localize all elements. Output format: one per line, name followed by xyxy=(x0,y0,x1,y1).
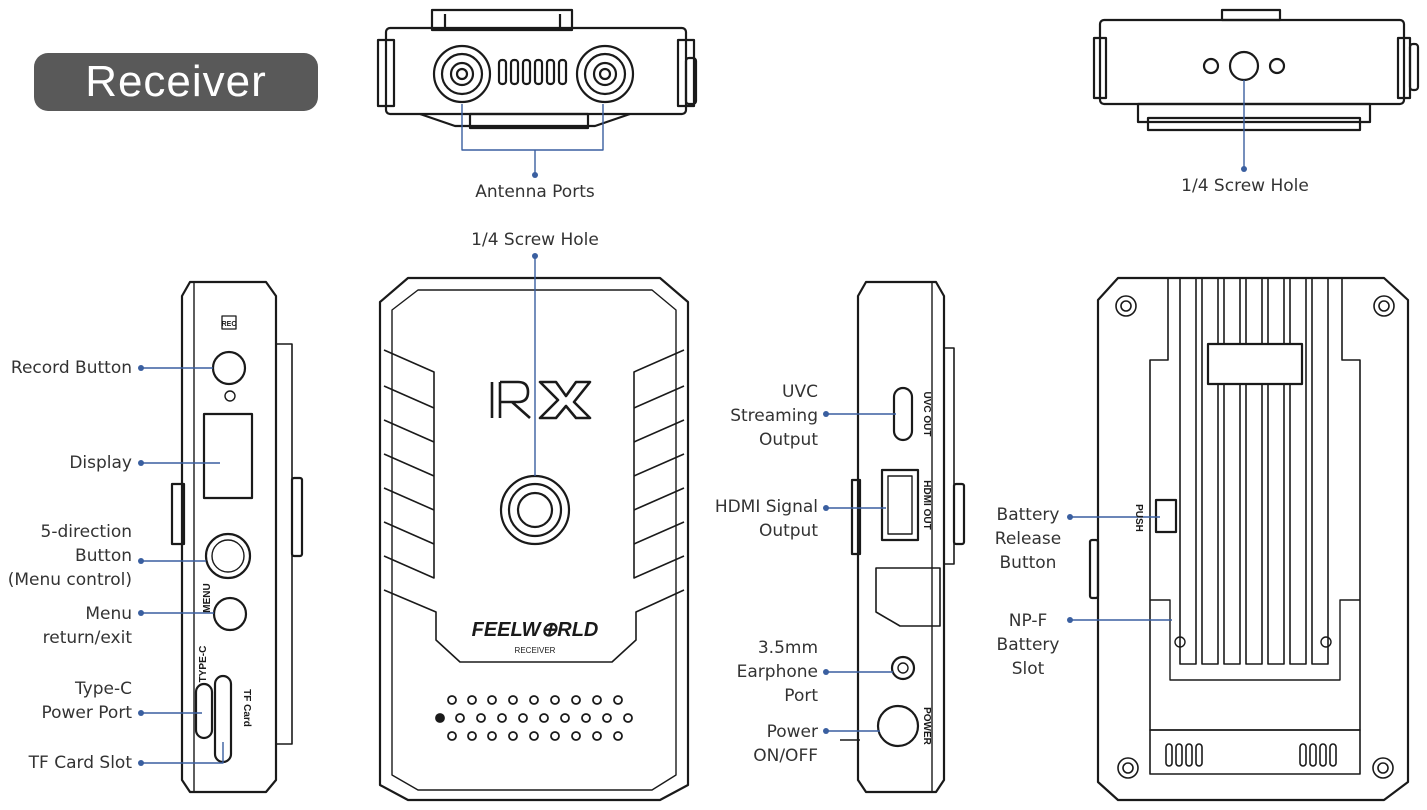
printed-uvc-out: UVC OUT xyxy=(921,392,932,437)
label-five-direction-line1: 5-direction xyxy=(40,522,132,542)
uvc-port-shape xyxy=(892,386,914,442)
record-button-shape xyxy=(211,350,247,386)
battery-release-shape xyxy=(1154,498,1178,534)
label-hdmi: HDMI Signal Output xyxy=(690,495,818,543)
label-uvc: UVC Streaming Output xyxy=(690,380,818,452)
label-top-screw-hole: 1/4 Screw Hole xyxy=(1181,176,1309,196)
corner-screws xyxy=(1115,295,1395,779)
label-power: Power ON/OFF xyxy=(690,720,818,768)
label-power-line2: ON/OFF xyxy=(753,746,818,766)
label-earphone: 3.5mm Earphone Port xyxy=(690,636,818,708)
printed-type-c: TYPE-C xyxy=(198,646,209,683)
label-type-c: Type-C Power Port xyxy=(0,677,132,725)
front-screw-hole xyxy=(499,474,571,546)
antenna-port-left xyxy=(432,44,492,104)
label-npf-slot-line2: Battery xyxy=(996,635,1060,655)
menu-return-shape xyxy=(212,596,248,632)
printed-push: PUSH xyxy=(1133,504,1144,532)
label-type-c-line1: Type-C xyxy=(74,679,132,699)
brand-logo-text: FEELW⊕RLD xyxy=(472,619,599,641)
label-power-line1: Power xyxy=(766,722,818,742)
speaker-holes xyxy=(435,695,633,741)
rx-logo xyxy=(490,380,592,420)
power-button-shape xyxy=(876,704,920,748)
label-earphone-line1: 3.5mm xyxy=(757,638,818,658)
vent-slots xyxy=(497,58,568,86)
five-direction-shape xyxy=(204,532,252,580)
label-five-direction-line2: Button xyxy=(75,546,132,566)
right-side-view xyxy=(823,280,966,794)
printed-hdmi-out: HDMI OUT xyxy=(921,480,932,529)
printed-menu: MENU xyxy=(202,583,213,612)
label-display: Display xyxy=(69,453,132,473)
front-view xyxy=(378,253,690,802)
left-side-view xyxy=(138,280,304,794)
label-npf-slot-line3: Slot xyxy=(1011,659,1045,679)
label-battery-release-line3: Button xyxy=(999,553,1057,573)
label-uvc-line2: Streaming xyxy=(730,406,818,426)
label-npf-slot-line1: NP-F xyxy=(1008,611,1048,631)
antenna-port-right xyxy=(575,44,635,104)
label-menu-return: Menu return/exit xyxy=(0,602,132,650)
label-hdmi-line1: HDMI Signal xyxy=(714,497,818,517)
display-shape xyxy=(202,412,254,500)
printed-tf-card: TF Card xyxy=(241,689,252,727)
label-menu-return-line1: Menu xyxy=(85,604,132,624)
top-right-view xyxy=(1092,8,1420,172)
label-hdmi-line2: Output xyxy=(758,521,818,541)
top-view xyxy=(376,8,698,178)
label-menu-return-line2: return/exit xyxy=(42,628,132,648)
label-tf-card: TF Card Slot xyxy=(28,753,132,773)
label-battery-release-line1: Battery xyxy=(996,505,1060,525)
earphone-port-shape xyxy=(890,655,916,681)
printed-rec: REC xyxy=(222,321,237,328)
label-five-direction: 5-direction Button (Menu control) xyxy=(0,520,132,592)
label-antenna-ports: Antenna Ports xyxy=(475,182,595,202)
back-view xyxy=(1067,276,1410,802)
label-five-direction-line3: (Menu control) xyxy=(7,570,132,590)
hdmi-port-shape xyxy=(880,468,920,542)
label-battery-release-line2: Release xyxy=(994,529,1062,549)
printed-power: POWER xyxy=(921,707,932,746)
label-record-button: Record Button xyxy=(10,358,132,378)
label-type-c-line2: Power Port xyxy=(41,703,132,723)
label-earphone-line2: Earphone xyxy=(736,662,818,682)
label-npf-slot: NP-F Battery Slot xyxy=(990,609,1066,681)
title-badge: Receiver xyxy=(34,53,318,111)
label-battery-release: Battery Release Button xyxy=(988,503,1068,575)
heatsink-fins xyxy=(1179,277,1329,665)
type-c-port-shape xyxy=(194,682,214,740)
label-front-screw-hole: 1/4 Screw Hole xyxy=(471,230,599,250)
label-uvc-line3: Output xyxy=(758,430,818,450)
label-uvc-line1: UVC xyxy=(782,382,818,402)
label-earphone-line3: Port xyxy=(784,686,818,706)
brand-sub-text: RECEIVER xyxy=(515,646,556,655)
